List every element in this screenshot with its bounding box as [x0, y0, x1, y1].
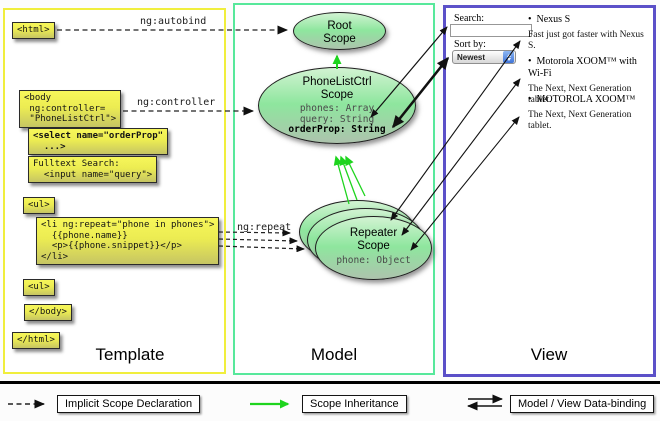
- model-column-label: Model: [310, 345, 358, 364]
- prop-orderprop: orderProp: String: [288, 124, 386, 135]
- bullet-icon: •: [528, 14, 532, 25]
- phone-snippet: The Next, Next Generation tablet.: [528, 110, 632, 131]
- code-select: <select name="orderProp" ...>: [28, 128, 169, 155]
- phone-snippet: Fast just got faster with Nexus S.: [528, 30, 644, 51]
- annotation-ng-autobind: ng:autobind: [140, 16, 207, 27]
- phone-name: Motorola XOOM™ with Wi-Fi: [528, 56, 637, 79]
- legend-scope-inheritance: Scope Inheritance: [302, 395, 407, 413]
- phone-list-item: • Nexus S Fast just got faster with Nexus…: [528, 14, 653, 52]
- dropdown-stepper-icon: [503, 51, 514, 63]
- root-scope-ellipse: Root Scope: [293, 12, 386, 50]
- phone-name: MOTOROLA XOOM™: [536, 94, 636, 105]
- code-li-repeat: <li ng:repeat="phone in phones"> {{phone…: [36, 217, 220, 265]
- repeater-scope-ellipse-front: Repeater Scope phone: Object: [315, 216, 432, 280]
- code-html-close: </html>: [12, 332, 60, 349]
- legend-implicit-scope-declaration: Implicit Scope Declaration: [57, 395, 201, 413]
- annotation-ng-repeat: ng:repeat: [237, 222, 292, 233]
- bullet-icon: •: [528, 94, 532, 105]
- sort-dropdown[interactable]: Newest: [452, 50, 516, 64]
- phonelistctrl-scope-title: PhoneListCtrl Scope: [302, 76, 372, 101]
- code-html-open: <html>: [12, 22, 55, 39]
- prop-phones: phones: Array: [299, 103, 375, 114]
- code-body-close: </body>: [24, 304, 72, 321]
- code-ul-close: <ul>: [23, 279, 55, 296]
- legend-model-view-databinding: Model / View Data-binding: [510, 395, 655, 413]
- bullet-icon: •: [528, 56, 532, 67]
- phone-snippet: The Next, Next Generation tablet.: [528, 84, 632, 105]
- repeater-scope-title: Repeater Scope: [349, 227, 398, 252]
- phone-list-item: • MOTOROLA XOOM™ The Next, Next Generatio…: [528, 94, 653, 132]
- root-scope-title: Root Scope: [323, 20, 356, 45]
- view-column-label: View: [530, 345, 568, 364]
- annotation-ng-controller: ng:controller: [137, 97, 216, 108]
- phonelistctrl-scope-ellipse: PhoneListCtrl Scope phones: Array query:…: [258, 67, 416, 144]
- sort-dropdown-value: Newest: [457, 52, 486, 62]
- phone-name: Nexus S: [536, 14, 571, 25]
- code-ul-open: <ul>: [23, 197, 55, 214]
- phone-list-item: •Motorola XOOM™ with Wi-Fi The Next, Nex…: [528, 56, 653, 106]
- search-input[interactable]: [450, 24, 532, 37]
- sort-by-label: Sort by:: [454, 39, 486, 50]
- code-body-open: <body ng:controller= "PhoneListCtrl">: [19, 90, 122, 128]
- search-label: Search:: [454, 13, 484, 24]
- model-column: [233, 3, 435, 375]
- prop-query: query: String: [299, 113, 375, 125]
- template-column-label: Template: [95, 345, 165, 364]
- legend-separator: [0, 381, 660, 384]
- prop-phone: phone: Object: [336, 255, 411, 266]
- code-fulltext-search: Fulltext Search: <input name="query">: [28, 156, 158, 183]
